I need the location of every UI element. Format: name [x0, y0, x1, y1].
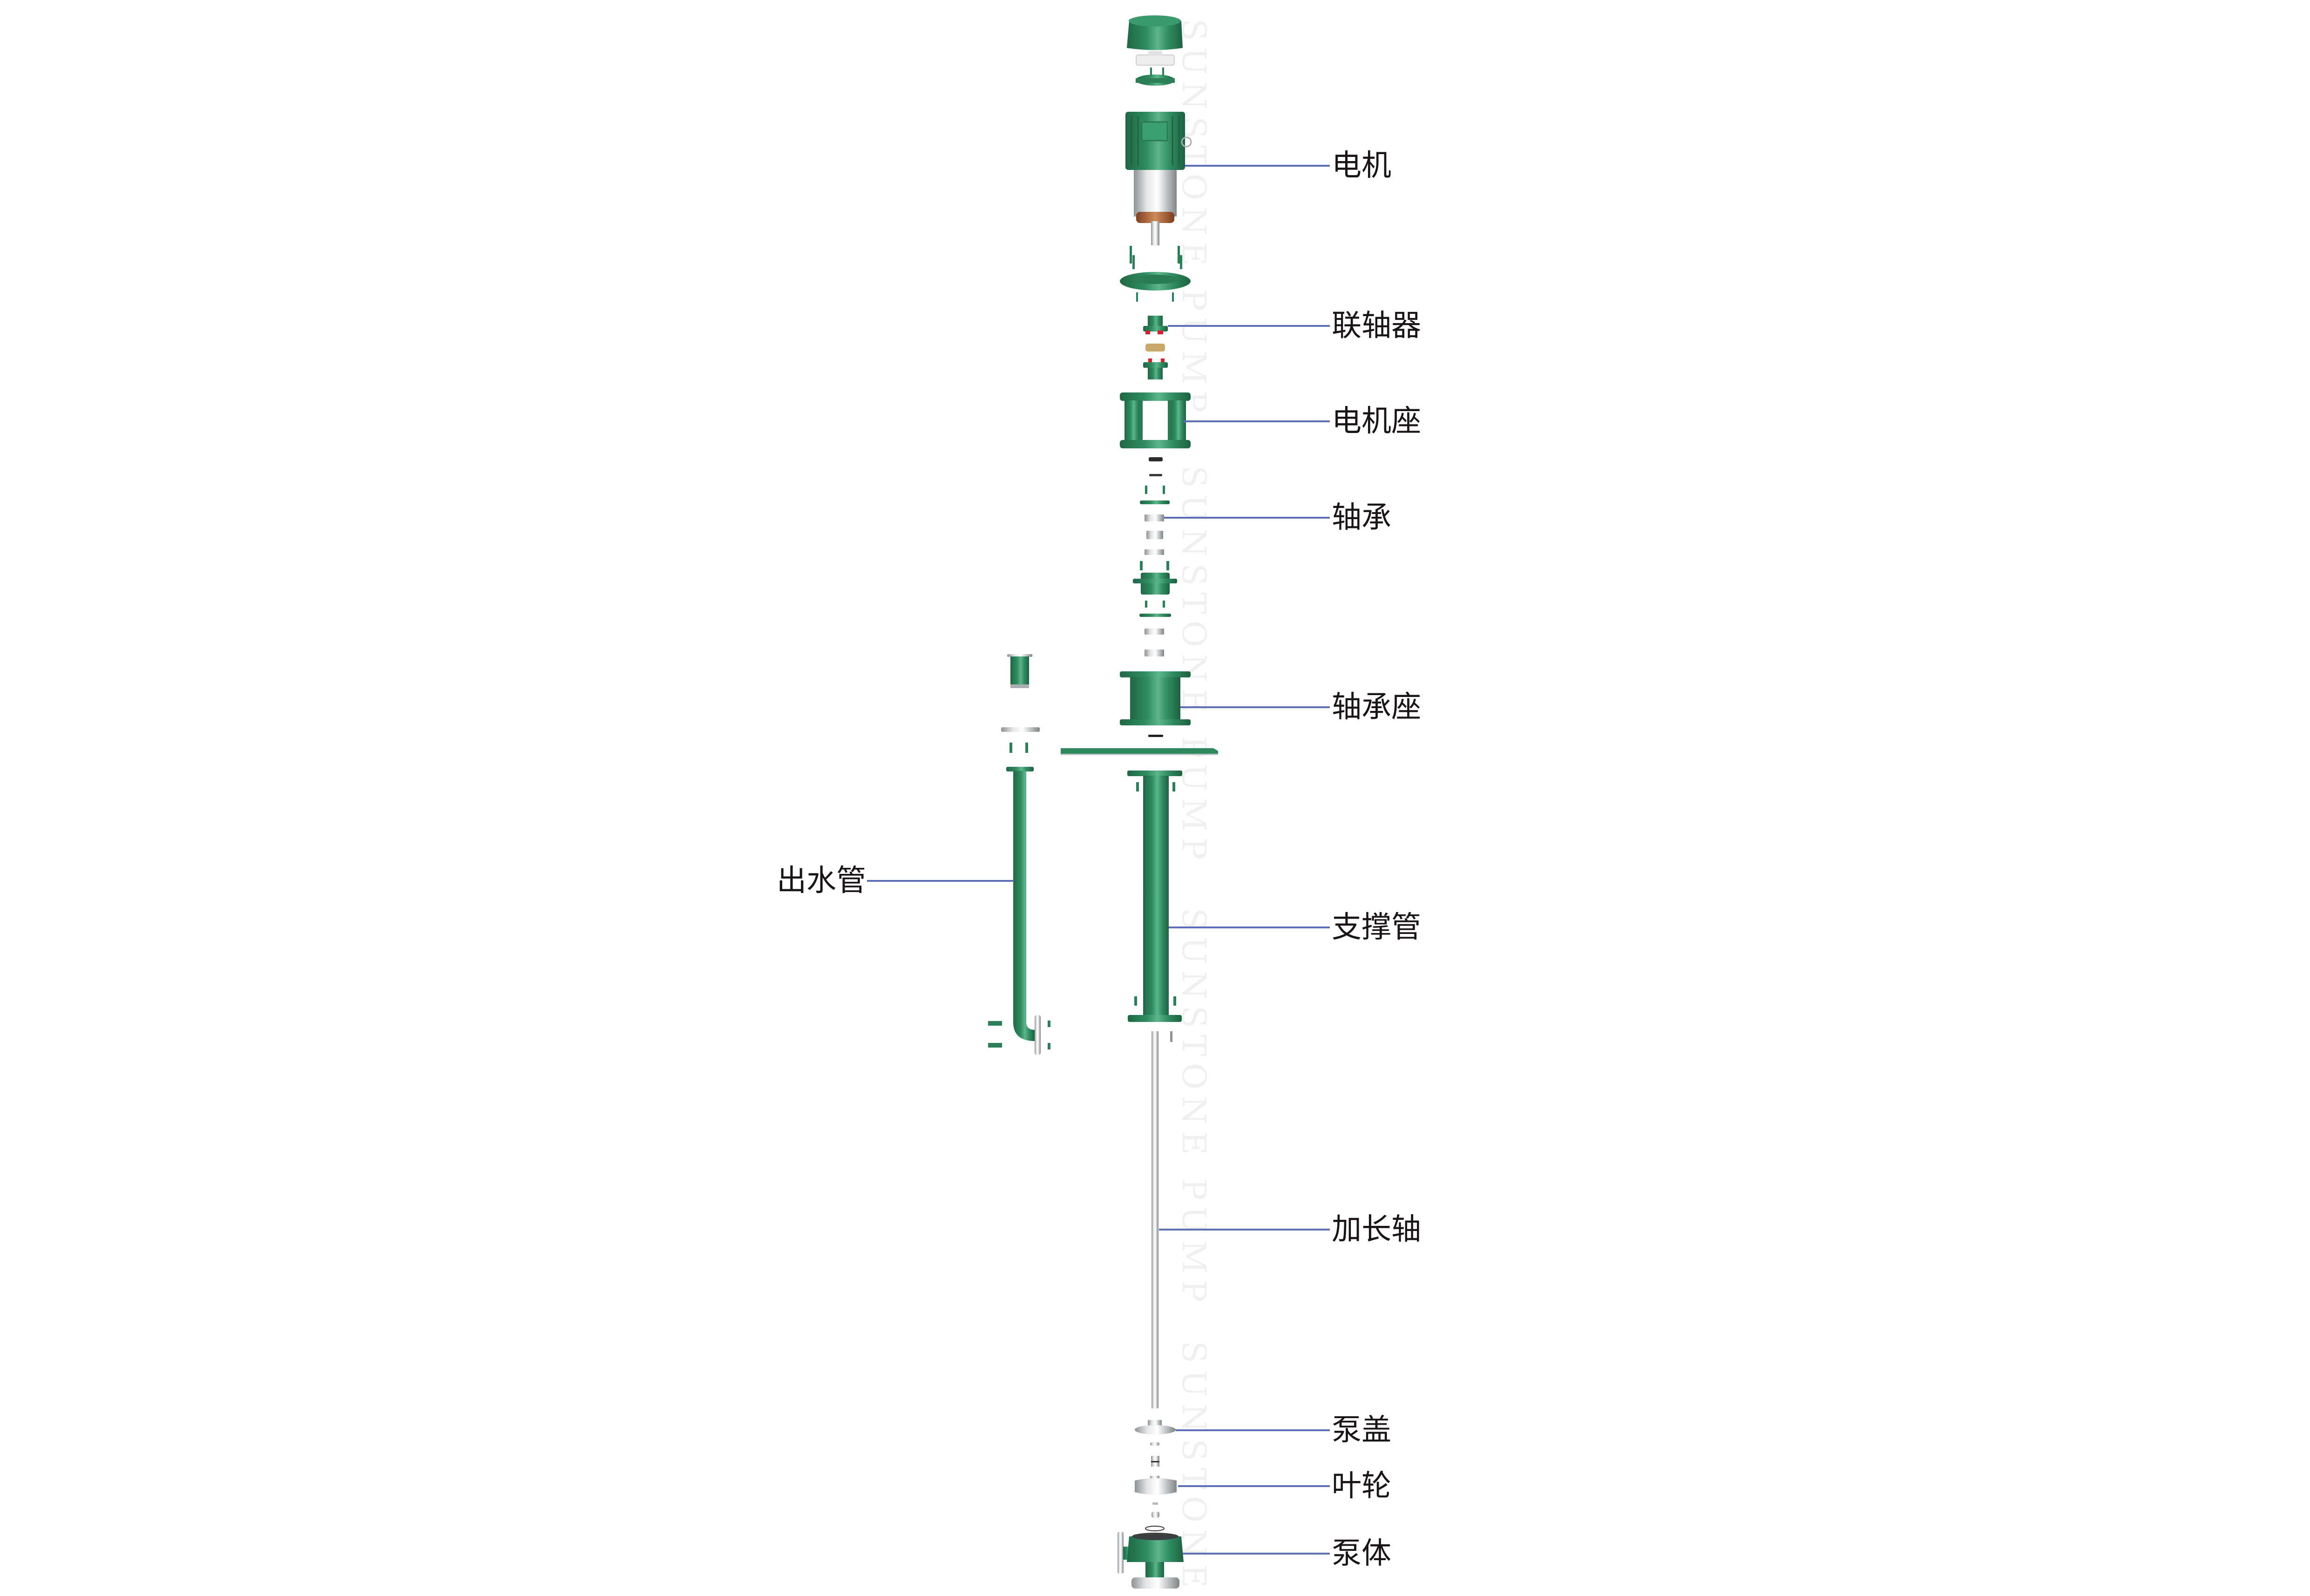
motor-stator	[1134, 170, 1177, 245]
leader-line-bearing-seat	[1180, 706, 1330, 708]
leader-line-pump-body	[1183, 1553, 1330, 1555]
leader-line-pump-cover	[1176, 1429, 1330, 1431]
motor-fan	[1136, 51, 1175, 66]
motor-seat	[1120, 392, 1191, 448]
motor-rear-end-cap	[1136, 68, 1175, 86]
leader-line-motor-seat	[1184, 420, 1330, 422]
mechanical-seal	[1150, 1442, 1159, 1467]
leader-line-outlet-pipe	[867, 880, 1014, 882]
impeller	[1135, 1476, 1177, 1531]
motor-bolts	[1130, 246, 1182, 269]
label-bearing-seat: 轴承座	[1332, 690, 1421, 724]
coupling	[1143, 316, 1168, 379]
leader-line-bearing	[1164, 517, 1330, 519]
label-pump-cover: 泵盖	[1332, 1413, 1391, 1447]
svg-text:SUNSTONE PUMP: SUNSTONE PUMP	[1175, 466, 1213, 866]
label-extension-shaft: 加长轴	[1332, 1212, 1421, 1247]
bearing-seat	[1120, 671, 1191, 737]
watermark: SUNSTONE PUMP SUNSTONE PUMP SUNSTONE PUM…	[1175, 19, 1213, 1596]
bearing-stack	[1133, 457, 1177, 656]
label-coupling: 联轴器	[1332, 309, 1421, 343]
leader-line-coupling	[1168, 325, 1330, 327]
pump-cover	[1135, 1420, 1176, 1434]
label-support-pipe: 支撑管	[1332, 910, 1421, 945]
motor-fan-cover	[1127, 15, 1183, 50]
label-motor-seat: 电机座	[1332, 404, 1421, 439]
support-pipe	[1127, 771, 1182, 1022]
leader-line-motor	[1185, 165, 1330, 167]
label-pump-body: 泵体	[1332, 1536, 1391, 1571]
motor-front-flange	[1120, 272, 1191, 302]
svg-text:SUNSTONE PUMP: SUNSTONE PUMP	[1175, 19, 1213, 419]
label-impeller: 叶轮	[1332, 1469, 1391, 1503]
leader-line-support-pipe	[1169, 926, 1330, 928]
motor-housing	[1125, 112, 1192, 170]
pump-body	[1118, 1532, 1184, 1589]
extension-shaft	[1152, 1031, 1172, 1408]
leader-line-impeller	[1178, 1485, 1330, 1487]
svg-text:SUNSTONE PUMP: SUNSTONE PUMP	[1175, 908, 1213, 1308]
label-bearing: 轴承	[1332, 500, 1391, 535]
mounting-plate	[1061, 748, 1218, 755]
outlet-pipe	[988, 654, 1050, 1055]
leader-line-extension-shaft	[1159, 1229, 1330, 1231]
label-motor: 电机	[1332, 149, 1391, 183]
label-outlet-pipe: 出水管	[777, 864, 866, 898]
